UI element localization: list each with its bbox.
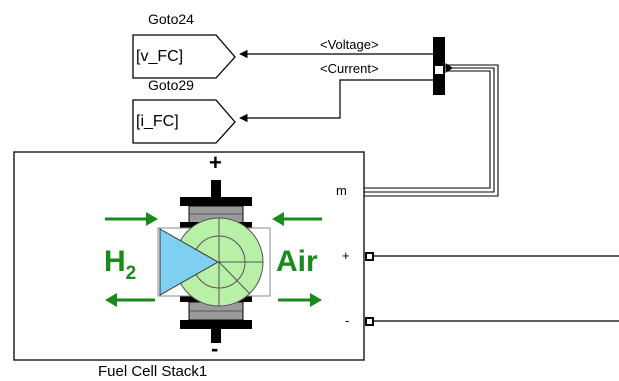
fuel-cell-stack-name: Fuel Cell Stack1	[98, 363, 208, 380]
hydrogen-label-main: H	[104, 245, 126, 278]
bus-selector-input-port	[435, 66, 443, 74]
goto24-tag: [v_FC]	[136, 48, 184, 65]
voltage-signal-label: <Voltage>	[320, 37, 379, 52]
hydrogen-label: H2	[104, 245, 136, 284]
air-label: Air	[276, 245, 318, 278]
goto24-name: Goto24	[148, 11, 194, 27]
goto29-block[interactable]	[132, 99, 236, 144]
negative-port-marker[interactable]	[365, 317, 374, 326]
current-signal-label: <Current>	[320, 61, 379, 76]
fuel-cell-icon	[105, 180, 322, 343]
negative-port-label: -	[345, 313, 350, 328]
current-signal-line[interactable]	[239, 79, 433, 123]
icon-plus-sign: +	[209, 150, 222, 175]
goto29-name: Goto29	[148, 77, 194, 93]
goto29-tag: [i_FC]	[136, 113, 179, 130]
positive-port-marker[interactable]	[365, 252, 374, 261]
icon-minus-sign: -	[211, 336, 219, 361]
goto24-block[interactable]	[132, 34, 236, 79]
hydrogen-label-subscript: 2	[125, 263, 137, 284]
measurement-port-label: m	[336, 183, 347, 198]
measurement-bus-line[interactable]	[364, 62, 499, 197]
positive-port-label: +	[342, 248, 350, 263]
